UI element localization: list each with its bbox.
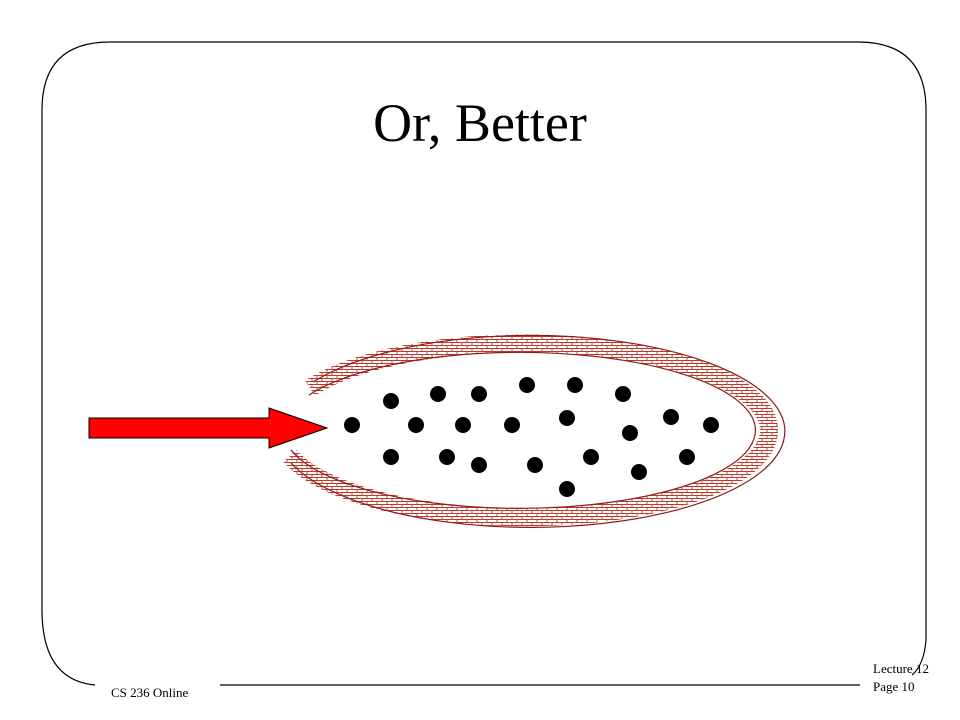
particle-dot (559, 481, 575, 497)
particle-dot (383, 393, 399, 409)
particle-dot (504, 417, 520, 433)
particle-dot (455, 417, 471, 433)
footer-course: CS 236 Online (111, 685, 189, 700)
page-title: Or, Better (373, 93, 587, 153)
particle-dot (559, 410, 575, 426)
particle-dot (583, 449, 599, 465)
particle-dot (408, 417, 424, 433)
particle-dot (344, 417, 360, 433)
particle-dot (663, 409, 679, 425)
particle-dot (567, 377, 583, 393)
particle-dot (471, 386, 487, 402)
particle-dot (439, 449, 455, 465)
arrow-icon (88, 407, 329, 449)
particle-dot (703, 417, 719, 433)
footer-lecture: Lecture 12 (873, 661, 929, 676)
particle-dot (383, 449, 399, 465)
particle-dot (622, 425, 638, 441)
particle-dot (430, 386, 446, 402)
particles-group (344, 377, 719, 497)
slide-border (41, 41, 927, 686)
particle-dot (679, 449, 695, 465)
particle-dot (471, 457, 487, 473)
particle-dot (527, 457, 543, 473)
particle-dot (615, 386, 631, 402)
particle-dot (519, 377, 535, 393)
particle-dot (631, 464, 647, 480)
footer-page: Page 10 (873, 679, 915, 694)
container-wall (283, 334, 786, 528)
footer-lecture-info: Lecture 12 Page 10 (873, 660, 929, 696)
